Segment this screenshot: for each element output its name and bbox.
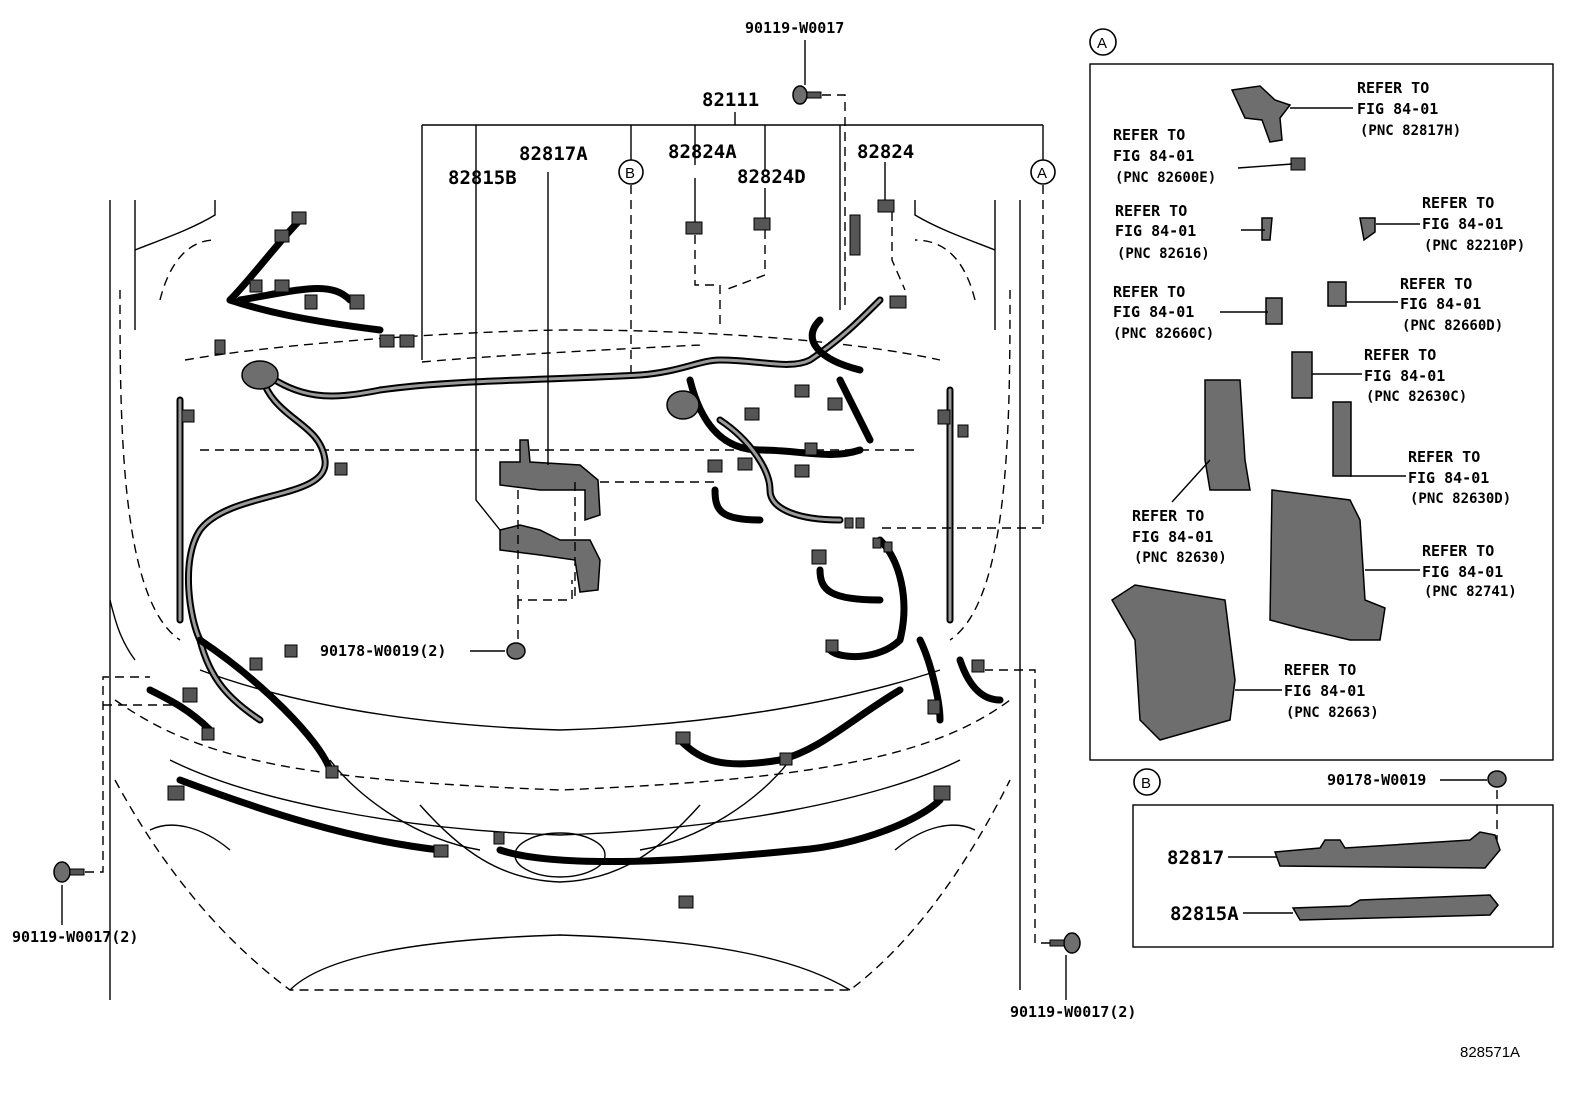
- svg-text:FIG 84-01: FIG 84-01: [1132, 528, 1213, 546]
- svg-text:FIG 84-01: FIG 84-01: [1364, 367, 1445, 385]
- connectors: [167, 199, 985, 909]
- svg-text:FIG 84-01: FIG 84-01: [1113, 303, 1194, 321]
- engine-wire-harness: [146, 216, 1004, 866]
- p82817A-label: 82817A: [519, 143, 588, 165]
- p82824D-label: 82824D: [737, 166, 806, 188]
- ref-82660D: REFER TO FIG 84-01 (PNC 82660D): [1400, 275, 1503, 334]
- p82824-label: 82824: [857, 141, 914, 163]
- clip-center-label: 90178-W0019(2): [320, 642, 446, 660]
- fasteners: [53, 85, 1081, 954]
- ref-82630D: REFER TO FIG 84-01 (PNC 82630D): [1408, 448, 1511, 507]
- svg-text:(PNC 82630): (PNC 82630): [1134, 550, 1227, 566]
- svg-text:(PNC 82741): (PNC 82741): [1424, 584, 1517, 600]
- inset-a-marker: A: [1097, 35, 1107, 52]
- svg-text:FIG 84-01: FIG 84-01: [1113, 147, 1194, 165]
- callout-a-text: A: [1037, 165, 1047, 182]
- ref-82660C: REFER TO FIG 84-01 (PNC 82660C): [1113, 283, 1214, 342]
- svg-text:REFER TO: REFER TO: [1115, 202, 1187, 220]
- svg-text:REFER TO: REFER TO: [1113, 283, 1185, 301]
- bolt-top-icon: [792, 85, 822, 105]
- ref-82630C: REFER TO FIG 84-01 (PNC 82630C): [1364, 346, 1467, 405]
- ref-82741: REFER TO FIG 84-01 (PNC 82741): [1422, 542, 1517, 600]
- svg-text:(PNC 82616): (PNC 82616): [1117, 246, 1210, 262]
- figure-code: 828571A: [1460, 1044, 1520, 1061]
- svg-text:FIG 84-01: FIG 84-01: [1357, 100, 1438, 118]
- harness-label: 82111: [702, 89, 759, 111]
- ref-82616: REFER TO FIG 84-01 (PNC 82616): [1115, 202, 1210, 262]
- svg-text:(PNC 82600E): (PNC 82600E): [1115, 170, 1216, 186]
- inset-b-marker: B: [1141, 775, 1151, 792]
- svg-text:FIG 84-01: FIG 84-01: [1284, 682, 1365, 700]
- ref-82817H: REFER TO FIG 84-01 (PNC 82817H): [1357, 79, 1461, 139]
- ref-82210P: REFER TO FIG 84-01 (PNC 82210P): [1422, 194, 1525, 254]
- callout-b-main: [618, 159, 644, 185]
- harness-protectors: [499, 439, 601, 593]
- svg-text:REFER TO: REFER TO: [1284, 661, 1356, 679]
- svg-text:FIG 84-01: FIG 84-01: [1422, 215, 1503, 233]
- svg-text:(PNC 82660C): (PNC 82660C): [1113, 326, 1214, 342]
- svg-text:(PNC 82660D): (PNC 82660D): [1402, 318, 1503, 334]
- ref-82600E: REFER TO FIG 84-01 (PNC 82600E): [1113, 126, 1216, 186]
- clip-center-icon: [506, 642, 526, 660]
- bolt-right-label: 90119-W0017(2): [1010, 1003, 1136, 1021]
- callout-a-main: [1030, 159, 1056, 185]
- p82815B-label: 82815B: [448, 167, 517, 189]
- svg-text:(PNC 82817H): (PNC 82817H): [1360, 123, 1461, 139]
- bolt-left-label: 90119-W0017(2): [12, 928, 138, 946]
- inset-a: A REFER TO FIG 84-01 (PNC 82817H): [1089, 28, 1554, 761]
- ref-82663: REFER TO FIG 84-01 (PNC 82663): [1284, 661, 1379, 721]
- svg-text:REFER TO: REFER TO: [1364, 346, 1436, 364]
- inset-b: B 90178-W0019 82817 82815A: [1132, 768, 1554, 948]
- svg-text:FIG 84-01: FIG 84-01: [1115, 222, 1196, 240]
- bolt-top-label: 90119-W0017: [745, 19, 844, 37]
- svg-text:(PNC 82630C): (PNC 82630C): [1366, 389, 1467, 405]
- callout-b-text: B: [625, 165, 635, 182]
- svg-text:(PNC 82210P): (PNC 82210P): [1424, 238, 1525, 254]
- svg-text:REFER TO: REFER TO: [1357, 79, 1429, 97]
- ref-82630: REFER TO FIG 84-01 (PNC 82630): [1132, 507, 1227, 566]
- bolt-right-icon: [1049, 932, 1081, 954]
- svg-text:(PNC 82663): (PNC 82663): [1286, 705, 1379, 721]
- svg-text:FIG 84-01: FIG 84-01: [1408, 469, 1489, 487]
- p82824A-label: 82824A: [668, 141, 737, 163]
- p82815A-label: 82815A: [1170, 903, 1239, 925]
- clip-b-label: 90178-W0019: [1327, 771, 1426, 789]
- svg-text:REFER TO: REFER TO: [1400, 275, 1472, 293]
- leader-lines: [61, 40, 1067, 1000]
- svg-text:REFER TO: REFER TO: [1132, 507, 1204, 525]
- p82817-label: 82817: [1167, 847, 1224, 869]
- svg-text:REFER TO: REFER TO: [1422, 542, 1494, 560]
- svg-text:(PNC 82630D): (PNC 82630D): [1410, 491, 1511, 507]
- svg-text:REFER TO: REFER TO: [1113, 126, 1185, 144]
- bolt-left-icon: [53, 861, 85, 883]
- clip-b-icon: [1487, 770, 1507, 788]
- svg-text:REFER TO: REFER TO: [1408, 448, 1480, 466]
- svg-text:FIG 84-01: FIG 84-01: [1422, 563, 1503, 581]
- svg-text:FIG 84-01: FIG 84-01: [1400, 295, 1481, 313]
- svg-text:REFER TO: REFER TO: [1422, 194, 1494, 212]
